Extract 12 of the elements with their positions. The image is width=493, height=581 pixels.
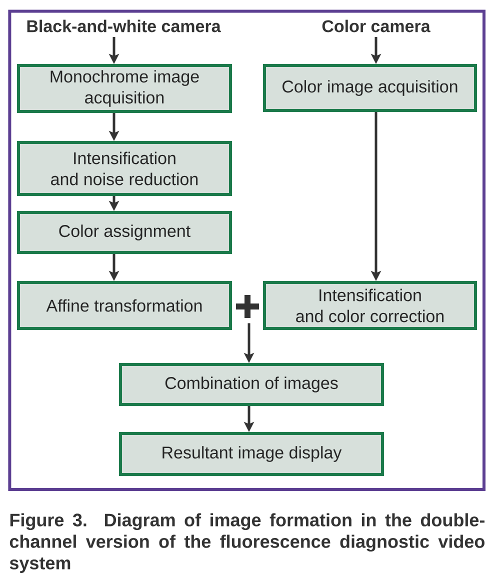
- process-box: Intensification and color correction: [263, 281, 477, 330]
- process-box: Combination of images: [119, 363, 384, 406]
- column-heading: Color camera: [322, 20, 430, 32]
- process-box: Color image acquisition: [263, 64, 477, 112]
- process-box: Monochrome image acquisition: [17, 64, 232, 113]
- process-box: Color assignment: [17, 211, 232, 254]
- column-heading: Black-and-white camera: [27, 20, 221, 32]
- process-box: Resultant image display: [119, 432, 384, 476]
- plus-sign: [236, 295, 259, 318]
- process-box: Affine transformation: [17, 281, 232, 330]
- caption: Figure 3. Diagram of image formation in the double-channel version of the fluorescence diagnostic video system: [10, 513, 484, 573]
- process-box: Intensification and noise reduction: [17, 141, 232, 196]
